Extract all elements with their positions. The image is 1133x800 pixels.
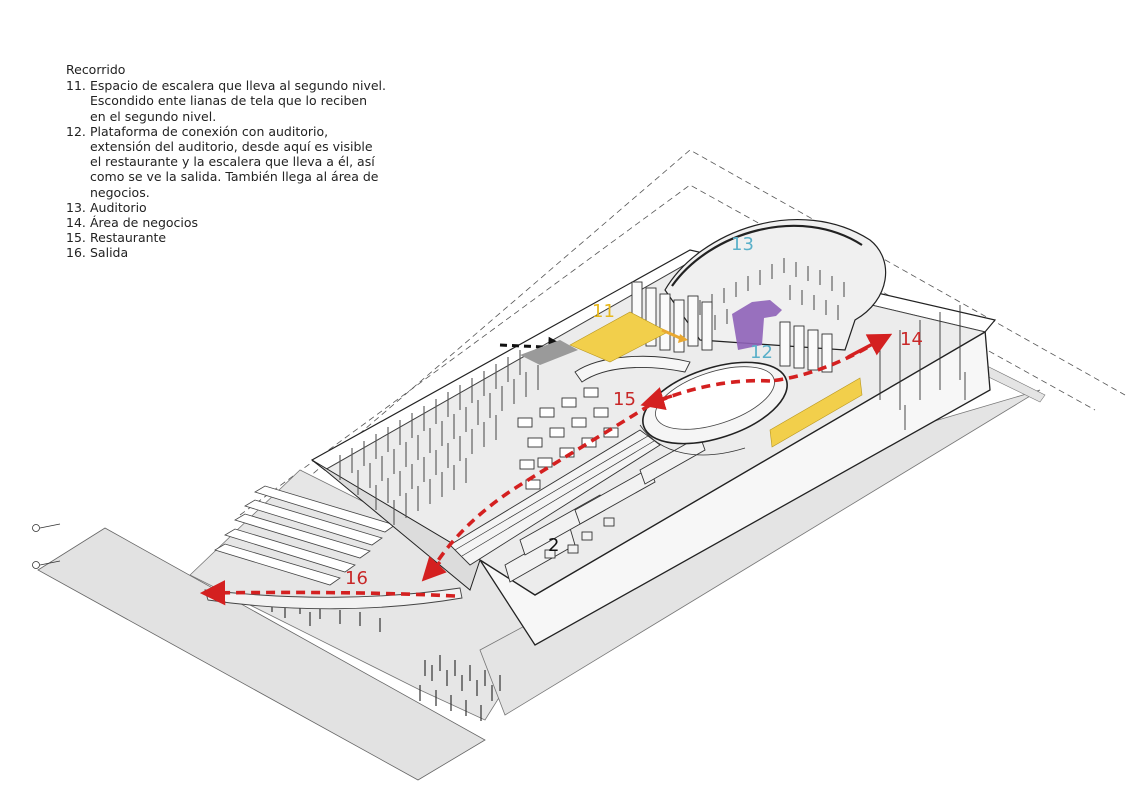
legend-num: 11. bbox=[66, 78, 86, 94]
legend-num: 14. bbox=[66, 215, 86, 231]
route-arrow-14 bbox=[847, 333, 893, 359]
label-11: 11 bbox=[592, 301, 615, 322]
stair-element bbox=[569, 311, 863, 448]
legend: Recorrido 11. Espacio de escalera que ll… bbox=[66, 62, 390, 261]
legend-line: Área de negocios bbox=[90, 215, 199, 231]
legend-line: Escondido ente lianas de tela que lo rec… bbox=[90, 93, 368, 109]
legend-line: negocios. bbox=[90, 184, 150, 200]
legend-text: Plataforma de conexión con auditorio, ex… bbox=[90, 124, 390, 200]
legend-text: Restaurante bbox=[90, 230, 390, 245]
label-13: 13 bbox=[731, 234, 754, 255]
legend-title: Recorrido bbox=[66, 62, 126, 77]
column-forest bbox=[339, 350, 539, 525]
legend-line: Salida bbox=[90, 245, 129, 261]
legend-item-15: 15. Restaurante bbox=[66, 230, 390, 245]
label-14: 14 bbox=[900, 329, 923, 350]
entry-landing bbox=[520, 340, 578, 365]
site-boundary bbox=[229, 149, 1126, 546]
legend-line: Auditorio bbox=[90, 199, 147, 215]
central-ramp bbox=[449, 429, 661, 566]
exit-walkway bbox=[204, 587, 463, 610]
label-15: 15 bbox=[613, 389, 636, 410]
legend-line: el restaurante y la escalera que lleva a… bbox=[90, 154, 375, 170]
route-path bbox=[199, 338, 881, 606]
legend-text: Salida bbox=[90, 245, 390, 260]
label-16: 16 bbox=[345, 568, 368, 589]
exterior-benches bbox=[214, 485, 396, 586]
legend-num: 16. bbox=[66, 245, 86, 261]
legend-line: Plataforma de conexión con auditorio, bbox=[90, 123, 329, 139]
restaurant-oval bbox=[639, 361, 788, 456]
legend-num: 12. bbox=[66, 123, 86, 139]
platform-arrow bbox=[732, 300, 782, 350]
legend-line: Restaurante bbox=[90, 230, 167, 246]
label-2: 2 bbox=[548, 535, 559, 556]
legend-line: Espacio de escalera que lleva al segundo… bbox=[90, 78, 387, 94]
partition-panels bbox=[631, 281, 833, 373]
legend-item-13: 13. Auditorio bbox=[66, 200, 390, 215]
legend-item-11: 11. Espacio de escalera que lleva al seg… bbox=[66, 78, 390, 124]
label-12: 12 bbox=[750, 342, 773, 363]
legend-text: Espacio de escalera que lleva al segundo… bbox=[90, 78, 390, 124]
route-arrow-15 bbox=[640, 387, 673, 411]
auditorium bbox=[664, 219, 887, 351]
route-arrow-16 bbox=[421, 555, 447, 582]
legend-text: Auditorio bbox=[90, 200, 390, 215]
legend-line: como se ve la salida. También llega al á… bbox=[90, 169, 379, 185]
legend-line: extensión del auditorio, desde aquí es v… bbox=[90, 139, 373, 155]
legend-item-14: 14. Área de negocios bbox=[66, 215, 390, 230]
legend-item-16: 16. Salida bbox=[66, 245, 390, 260]
legend-num: 13. bbox=[66, 199, 86, 215]
legend-line: en el segundo nivel. bbox=[90, 108, 217, 124]
level-markers bbox=[32, 523, 61, 569]
legend-text: Área de negocios bbox=[90, 215, 390, 230]
legend-item-12: 12. Plataforma de conexión con auditorio… bbox=[66, 124, 390, 200]
legend-num: 15. bbox=[66, 230, 86, 246]
service-rooms bbox=[504, 435, 706, 583]
